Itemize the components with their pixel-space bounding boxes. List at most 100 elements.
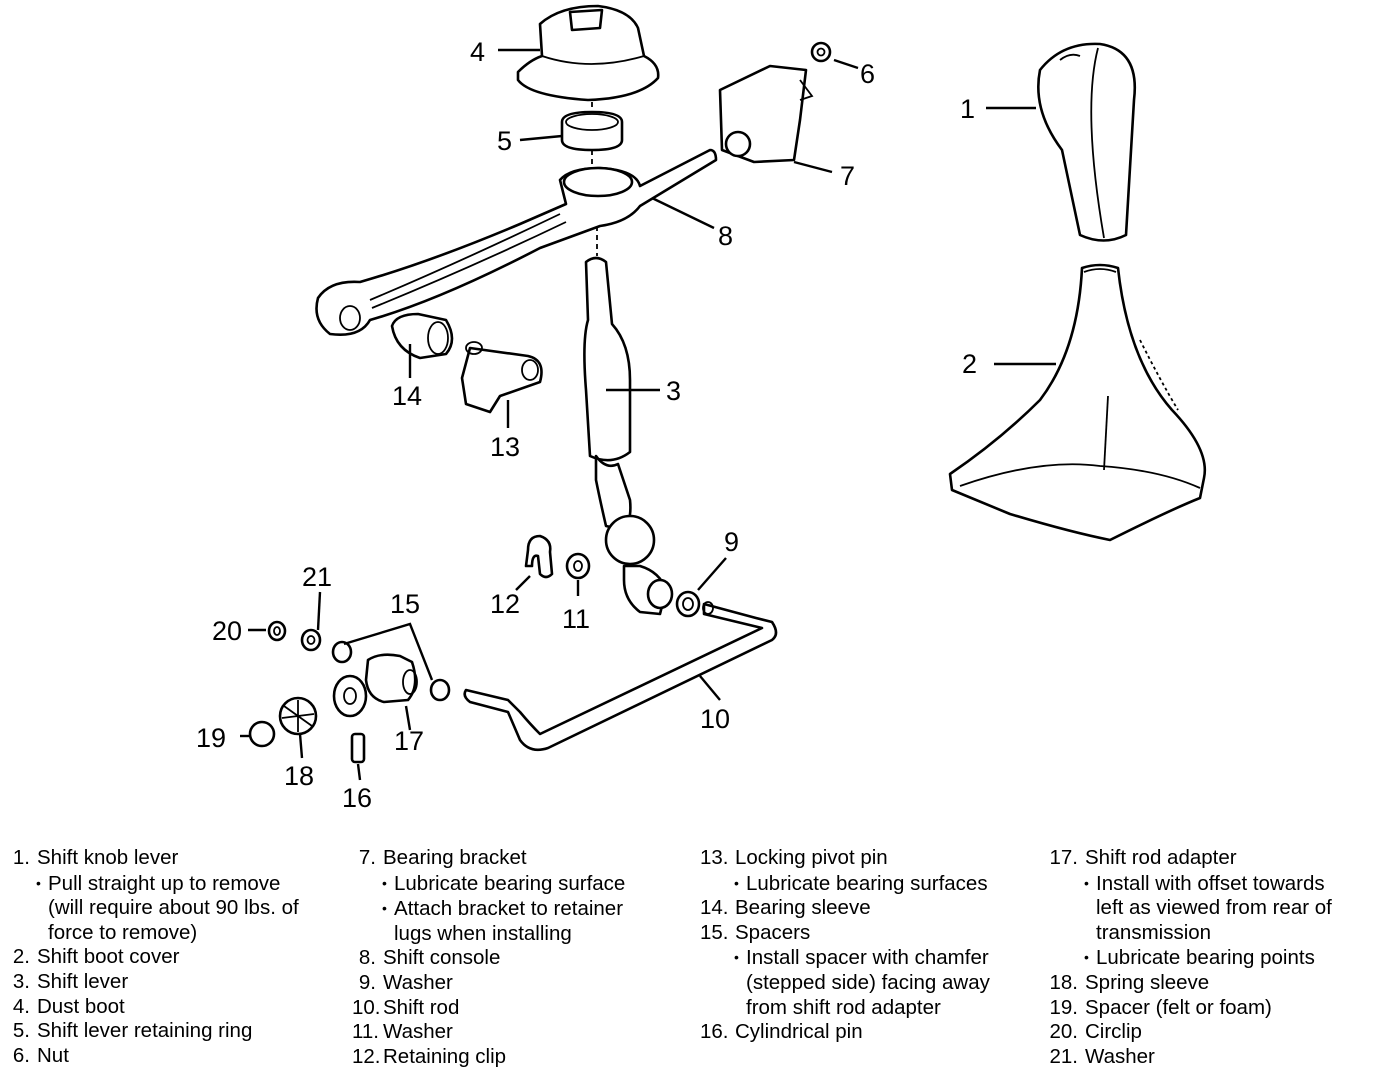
legend-note-text: Lubricate bearing points — [1096, 946, 1315, 970]
legend-item-number: 20. — [1049, 1020, 1079, 1044]
callout-19: 19 — [196, 723, 226, 753]
callout-16: 16 — [342, 783, 372, 813]
legend-item-label: Circlip — [1085, 1020, 1142, 1044]
legend-note-line: left as viewed from rear of — [1046, 896, 1332, 921]
legend-note-text: force to remove) — [48, 920, 198, 944]
legend-item-label: Retaining clip — [383, 1044, 507, 1068]
legend-item-label: Nut — [37, 1043, 69, 1067]
callout-13: 13 — [490, 432, 520, 462]
cylindrical-pin-part — [350, 732, 366, 764]
legend-item-number: 1. — [12, 846, 30, 869]
callout-15: 15 — [390, 589, 420, 619]
callout-20: 20 — [212, 616, 242, 646]
legend-item: 16.Cylindrical pin — [700, 1020, 990, 1045]
felt-spacer-part — [248, 720, 276, 748]
legend-note-text: Pull straight up to remove — [48, 871, 281, 895]
legend-item-number: 11. — [352, 1020, 379, 1044]
legend-column-1: 1.Shift knob lever • Pull straight up to r… — [8, 846, 299, 1068]
callout-9: 9 — [724, 527, 739, 557]
legend-item-number: 12. — [352, 1044, 381, 1068]
legend-note-text: Lubricate bearing surface — [394, 871, 626, 895]
legend-item: 19.Spacer (felt or foam) — [1046, 996, 1332, 1021]
legend-note-text: Lubricate bearing surfaces — [746, 871, 988, 895]
legend-item: 15.Spacers — [700, 921, 990, 946]
legend-note-text: left as viewed from rear of — [1096, 896, 1332, 920]
legend-item-number: 8. — [358, 946, 376, 970]
bullet-icon: • — [36, 874, 41, 891]
legend-item: 1.Shift knob lever — [8, 846, 299, 871]
legend-note-line: lugs when installing — [352, 922, 625, 947]
callout-10: 10 — [700, 704, 730, 734]
legend-item: 6. Nut — [8, 1044, 299, 1069]
legend-item: 20.Circlip — [1046, 1020, 1332, 1045]
bullet-icon: • — [734, 874, 739, 891]
legend-item-number: 7. — [358, 846, 376, 869]
legend-item-label: Spacer (felt or foam) — [1085, 995, 1272, 1019]
legend-item-number: 6. — [12, 1043, 30, 1067]
shift-boot-cover-part — [948, 263, 1207, 542]
legend-note-text: (will require about 90 lbs. of — [48, 896, 299, 920]
circlip-part — [267, 620, 287, 642]
legend-item-label: Washer — [383, 1020, 453, 1044]
legend-note-line: (stepped side) facing away — [700, 971, 990, 996]
bullet-icon: • — [382, 900, 387, 917]
spacer-15-part — [331, 640, 451, 702]
exploded-parts-diagram: 1 2 3 4 5 6 7 8 9 10 11 12 13 14 15 16 1… — [196, 4, 1207, 813]
legend-item-number: 13. — [700, 846, 729, 869]
legend-note-line: •Lubricate bearing points — [1046, 945, 1332, 971]
legend-note-line: • Install spacer with chamfer — [700, 945, 990, 971]
legend-note-text: from shift rod adapter — [746, 995, 941, 1019]
legend-item-number: 19. — [1049, 995, 1079, 1019]
callout-2: 2 — [962, 349, 977, 379]
legend-note-line: •Attach bracket to retainer — [352, 896, 625, 922]
callout-5: 5 — [497, 126, 512, 156]
legend-item-number: 10. — [352, 995, 381, 1019]
legend-item-number: 17. — [1049, 846, 1079, 869]
legend-item-label: Shift rod — [383, 995, 460, 1019]
callout-6: 6 — [860, 59, 875, 89]
washer-11-part — [565, 552, 591, 580]
legend-note-text: lugs when installing — [394, 921, 572, 945]
legend-item-label: Shift boot cover — [37, 945, 180, 969]
callout-1: 1 — [960, 94, 975, 124]
legend-item-number: 16. — [700, 1020, 729, 1044]
legend-item-number: 5. — [12, 1019, 30, 1043]
legend-item: 18.Spring sleeve — [1046, 971, 1332, 996]
legend-item-label: Bearing sleeve — [735, 896, 871, 920]
callout-18: 18 — [284, 761, 314, 791]
legend-item: 2. Shift boot cover — [8, 945, 299, 970]
legend-item-label: Washer — [1085, 1044, 1155, 1068]
shift-console-part — [315, 148, 718, 336]
shift-knob-part — [1037, 42, 1137, 242]
legend-item: 10.Shift rod — [352, 996, 625, 1021]
bullet-icon: • — [382, 874, 387, 891]
legend-item: 4. Dust boot — [8, 995, 299, 1020]
legend-note-line: • Pull straight up to remove — [8, 871, 299, 897]
callout-14: 14 — [392, 381, 422, 411]
legend-column-2: 7. Bearing bracket • Lubricate bearing surf… — [352, 846, 625, 1069]
legend-item: 7. Bearing bracket — [352, 846, 625, 871]
legend-note-line: •Install with offset towards — [1046, 871, 1332, 897]
legend-item-number: 4. — [12, 994, 30, 1018]
legend-note-line: force to remove) — [8, 921, 299, 946]
legend-item-label: Bearing bracket — [383, 846, 527, 869]
legend-note-line: • Lubricate bearing surfaces — [700, 871, 990, 897]
locking-pivot-pin-part — [460, 341, 543, 414]
legend-item-label: Shift lever — [37, 969, 129, 993]
legend-item-label: Shift lever retaining ring — [37, 1019, 253, 1043]
dust-boot-part — [516, 4, 660, 102]
legend-item-number: 9. — [358, 970, 376, 994]
legend-item-label: Cylindrical pin — [735, 1020, 863, 1044]
shift-lever-part — [583, 256, 674, 616]
legend-item-number: 2. — [12, 945, 30, 969]
legend-item: 9.Washer — [352, 971, 625, 996]
callout-17: 17 — [394, 726, 424, 756]
retaining-ring-part — [560, 110, 624, 152]
legend-item-label: Dust boot — [37, 994, 125, 1018]
bullet-icon: • — [734, 949, 739, 966]
legend-item: 5. Shift lever retaining ring — [8, 1019, 299, 1044]
legend-note-text: Install spacer with chamfer — [746, 946, 989, 970]
callout-8: 8 — [718, 221, 733, 251]
nut-part — [810, 41, 832, 63]
bearing-bracket-part — [718, 64, 814, 164]
